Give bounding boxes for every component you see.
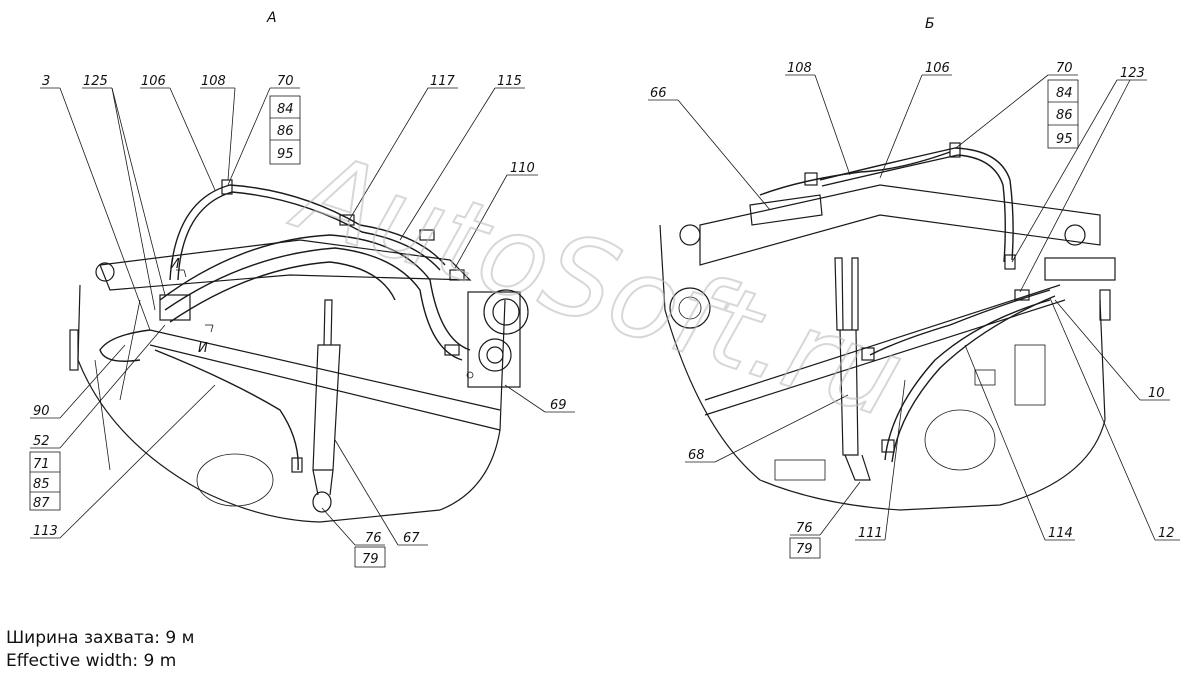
label-85: 85 — [33, 477, 50, 492]
label-76: 76 — [365, 531, 382, 546]
label-106: 106 — [141, 74, 166, 89]
right-assembly — [648, 74, 1180, 559]
label-117: 117 — [430, 74, 456, 89]
right-body-outline — [659, 224, 1106, 511]
label-r-106: 106 — [925, 61, 950, 76]
right-hose-106 — [819, 147, 1014, 261]
label-r-95: 95 — [1056, 132, 1073, 147]
label-r-108: 108 — [787, 61, 812, 76]
left-motor-69 — [466, 289, 529, 388]
view-label-b: Б — [925, 16, 935, 32]
section-mark-bottom: И — [198, 341, 208, 356]
section-mark-top: И — [170, 257, 180, 272]
label-r-123: 123 — [1120, 66, 1145, 81]
label-r-76: 76 — [796, 521, 813, 536]
label-87: 87 — [33, 496, 50, 511]
label-r-86: 86 — [1056, 108, 1073, 123]
label-r-10: 10 — [1148, 386, 1165, 401]
label-r-66: 66 — [650, 86, 667, 101]
label-r-12: 12 — [1158, 526, 1175, 541]
label-r-70: 70 — [1056, 61, 1073, 76]
right-leaders — [648, 74, 1180, 559]
label-84: 84 — [277, 102, 294, 117]
label-67: 67 — [403, 531, 420, 546]
right-hose-114 — [869, 289, 1051, 356]
label-86: 86 — [277, 124, 294, 139]
label-r-111: 111 — [858, 526, 883, 541]
right-hose-111 — [884, 299, 1051, 461]
label-69: 69 — [550, 398, 567, 413]
left-hose-106 — [169, 184, 446, 281]
left-hose-113 — [154, 349, 299, 471]
caption-en: Effective width: 9 m — [6, 651, 177, 671]
label-52: 52 — [33, 434, 50, 449]
label-r-84: 84 — [1056, 86, 1073, 101]
label-r-68: 68 — [688, 448, 705, 463]
label-115: 115 — [497, 74, 522, 89]
caption-ru: Ширина захвата: 9 м — [6, 628, 195, 648]
label-110: 110 — [510, 161, 535, 176]
label-79: 79 — [362, 552, 379, 567]
label-125: 125 — [83, 74, 108, 89]
label-r-79: 79 — [796, 542, 813, 557]
left-leaders — [29, 87, 575, 568]
label-90: 90 — [33, 404, 50, 419]
label-71: 71 — [33, 457, 50, 472]
left-body-outline — [77, 284, 506, 523]
left-assembly — [29, 87, 575, 568]
right-cylinder-68 — [834, 257, 859, 456]
right-main-beam — [699, 184, 1101, 266]
view-label-a: А — [266, 10, 277, 26]
left-main-beam — [99, 239, 472, 291]
label-95: 95 — [277, 147, 294, 162]
label-r-114: 114 — [1048, 526, 1073, 541]
label-108: 108 — [201, 74, 226, 89]
label-113: 113 — [33, 524, 58, 539]
label-3: 3 — [42, 74, 50, 89]
label-70: 70 — [277, 74, 294, 89]
watermark: AutoSoft.ru — [279, 126, 918, 443]
